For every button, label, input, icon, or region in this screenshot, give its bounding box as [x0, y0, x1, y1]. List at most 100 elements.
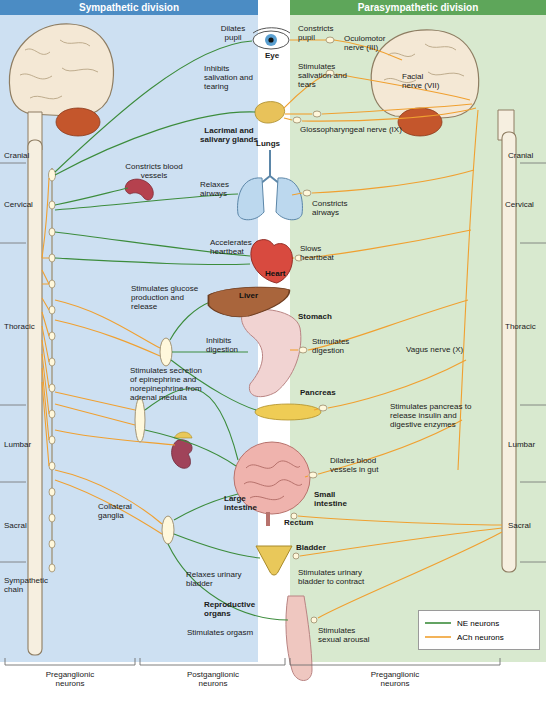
annotation-label: Lumbar	[4, 440, 44, 449]
illustration-part	[20, 40, 98, 99]
legend-row: ACh neurons	[425, 630, 533, 644]
illustration-part	[49, 254, 55, 262]
annotation-label: Accelerates heartbeat	[210, 238, 258, 256]
annotation-label: Stimulates salivation and tears	[298, 62, 356, 89]
illustration-part	[49, 169, 56, 181]
illustration-part	[170, 302, 210, 340]
illustration-part	[311, 617, 317, 623]
parasympathetic-nerves	[284, 40, 502, 618]
illustration-part	[302, 108, 476, 121]
division-header: Parasympathetic division	[290, 0, 546, 15]
illustration-part	[244, 461, 302, 500]
illustration-part	[312, 170, 474, 193]
illustration-part	[398, 108, 442, 136]
illustration-part	[255, 404, 321, 420]
illustration-part	[125, 179, 153, 200]
annotation-label: Preganglionic neurons	[360, 670, 430, 688]
sympathetic-preganglionic	[42, 178, 175, 534]
illustration-part	[49, 306, 55, 314]
illustration-part	[55, 404, 135, 425]
illustration-part	[5, 658, 135, 665]
legend-line-sample	[425, 634, 451, 640]
annotation-label: Stimulates urinary bladder to contract	[298, 568, 384, 586]
annotation-label: Sacral	[508, 521, 546, 530]
illustration-part	[56, 108, 100, 136]
illustration-part	[260, 150, 280, 184]
legend-text: ACh neurons	[457, 633, 504, 642]
illustration-part	[284, 118, 292, 120]
brain-right	[371, 30, 516, 572]
legend-box: NE neuronsACh neurons	[418, 610, 540, 650]
illustration-part	[49, 488, 55, 496]
illustration-part	[266, 512, 270, 526]
illustration-part	[256, 546, 292, 575]
annotation-label: Postganglionic neurons	[178, 670, 248, 688]
illustration-part	[0, 243, 26, 244]
illustration-part	[0, 0, 258, 662]
annotation-label: Preganglionic neurons	[38, 670, 102, 688]
illustration-part	[299, 347, 307, 353]
illustration-part	[49, 358, 55, 366]
illustration-part	[49, 228, 55, 236]
illustration-part	[458, 110, 478, 470]
annotation-label: Constricts blood vessels	[124, 162, 184, 180]
illustration-part	[384, 44, 464, 83]
illustration-part	[9, 24, 113, 116]
region-dividers	[0, 163, 546, 562]
illustration-part	[42, 178, 49, 258]
liver-outline	[208, 287, 289, 317]
illustration-part	[49, 540, 55, 548]
parasympathetic-ganglia	[291, 37, 334, 623]
division-header: Sympathetic division	[0, 0, 258, 15]
illustration-part	[55, 480, 162, 534]
illustration-part	[520, 405, 546, 406]
illustration-part	[55, 430, 175, 445]
illustration-part	[292, 193, 302, 195]
illustration-part	[49, 564, 55, 572]
illustration-part	[293, 117, 301, 123]
illustration-part	[520, 562, 546, 563]
annotation-label: Cervical	[4, 200, 44, 209]
illustration-part	[55, 470, 162, 524]
illustration-part	[238, 178, 264, 220]
illustration-part	[328, 360, 466, 408]
illustration-part	[55, 188, 128, 205]
illustration-part	[0, 163, 26, 164]
illustration-part	[0, 405, 26, 406]
legend-line	[425, 636, 451, 638]
illustration-part	[276, 178, 302, 220]
organ-heart: Heart	[247, 236, 295, 284]
annotation-label: Cranial	[4, 151, 44, 160]
annotation-label: Relaxes urinary bladder	[186, 570, 254, 588]
illustration-part	[290, 0, 546, 662]
sympathetic-chain	[49, 168, 56, 572]
annotation-label: Dilates pupil	[214, 24, 252, 42]
annotation-label: Eye	[260, 51, 284, 60]
annotation-label: Stimulates sexual arousal	[318, 626, 380, 644]
illustration-part	[172, 440, 192, 468]
illustration-part	[322, 104, 472, 114]
illustration-part	[314, 409, 318, 410]
annotation-label: Stimulates glucose production and releas…	[131, 284, 203, 311]
annotation-label: Lumbar	[508, 440, 546, 449]
illustration-part	[174, 534, 260, 558]
illustration-part	[268, 37, 273, 42]
annotation-label: Constricts pupil	[298, 24, 338, 42]
illustration-part	[290, 658, 500, 665]
annotation-label: Glossopharyngeal nerve (IX)	[300, 125, 450, 134]
annotation-label: Rectum	[284, 518, 324, 527]
annotation-label: Thoracic	[4, 322, 44, 331]
annotation-label: Stimulates orgasm	[186, 628, 254, 637]
annotation-label: Stimulates digestion	[312, 337, 360, 355]
annotation-label: Small intestine	[314, 490, 354, 508]
annotation-label: Stimulates pancreas to release insulin a…	[390, 402, 488, 429]
illustration-part	[265, 34, 277, 46]
illustration-part	[255, 102, 285, 123]
annotation-label: Stimulates secretion of epinephrine and …	[130, 366, 206, 402]
annotation-label: Oculomotor nerve (III)	[344, 34, 400, 52]
illustration-part	[305, 476, 308, 477]
annotation-label: Reproductive organs	[204, 600, 258, 618]
